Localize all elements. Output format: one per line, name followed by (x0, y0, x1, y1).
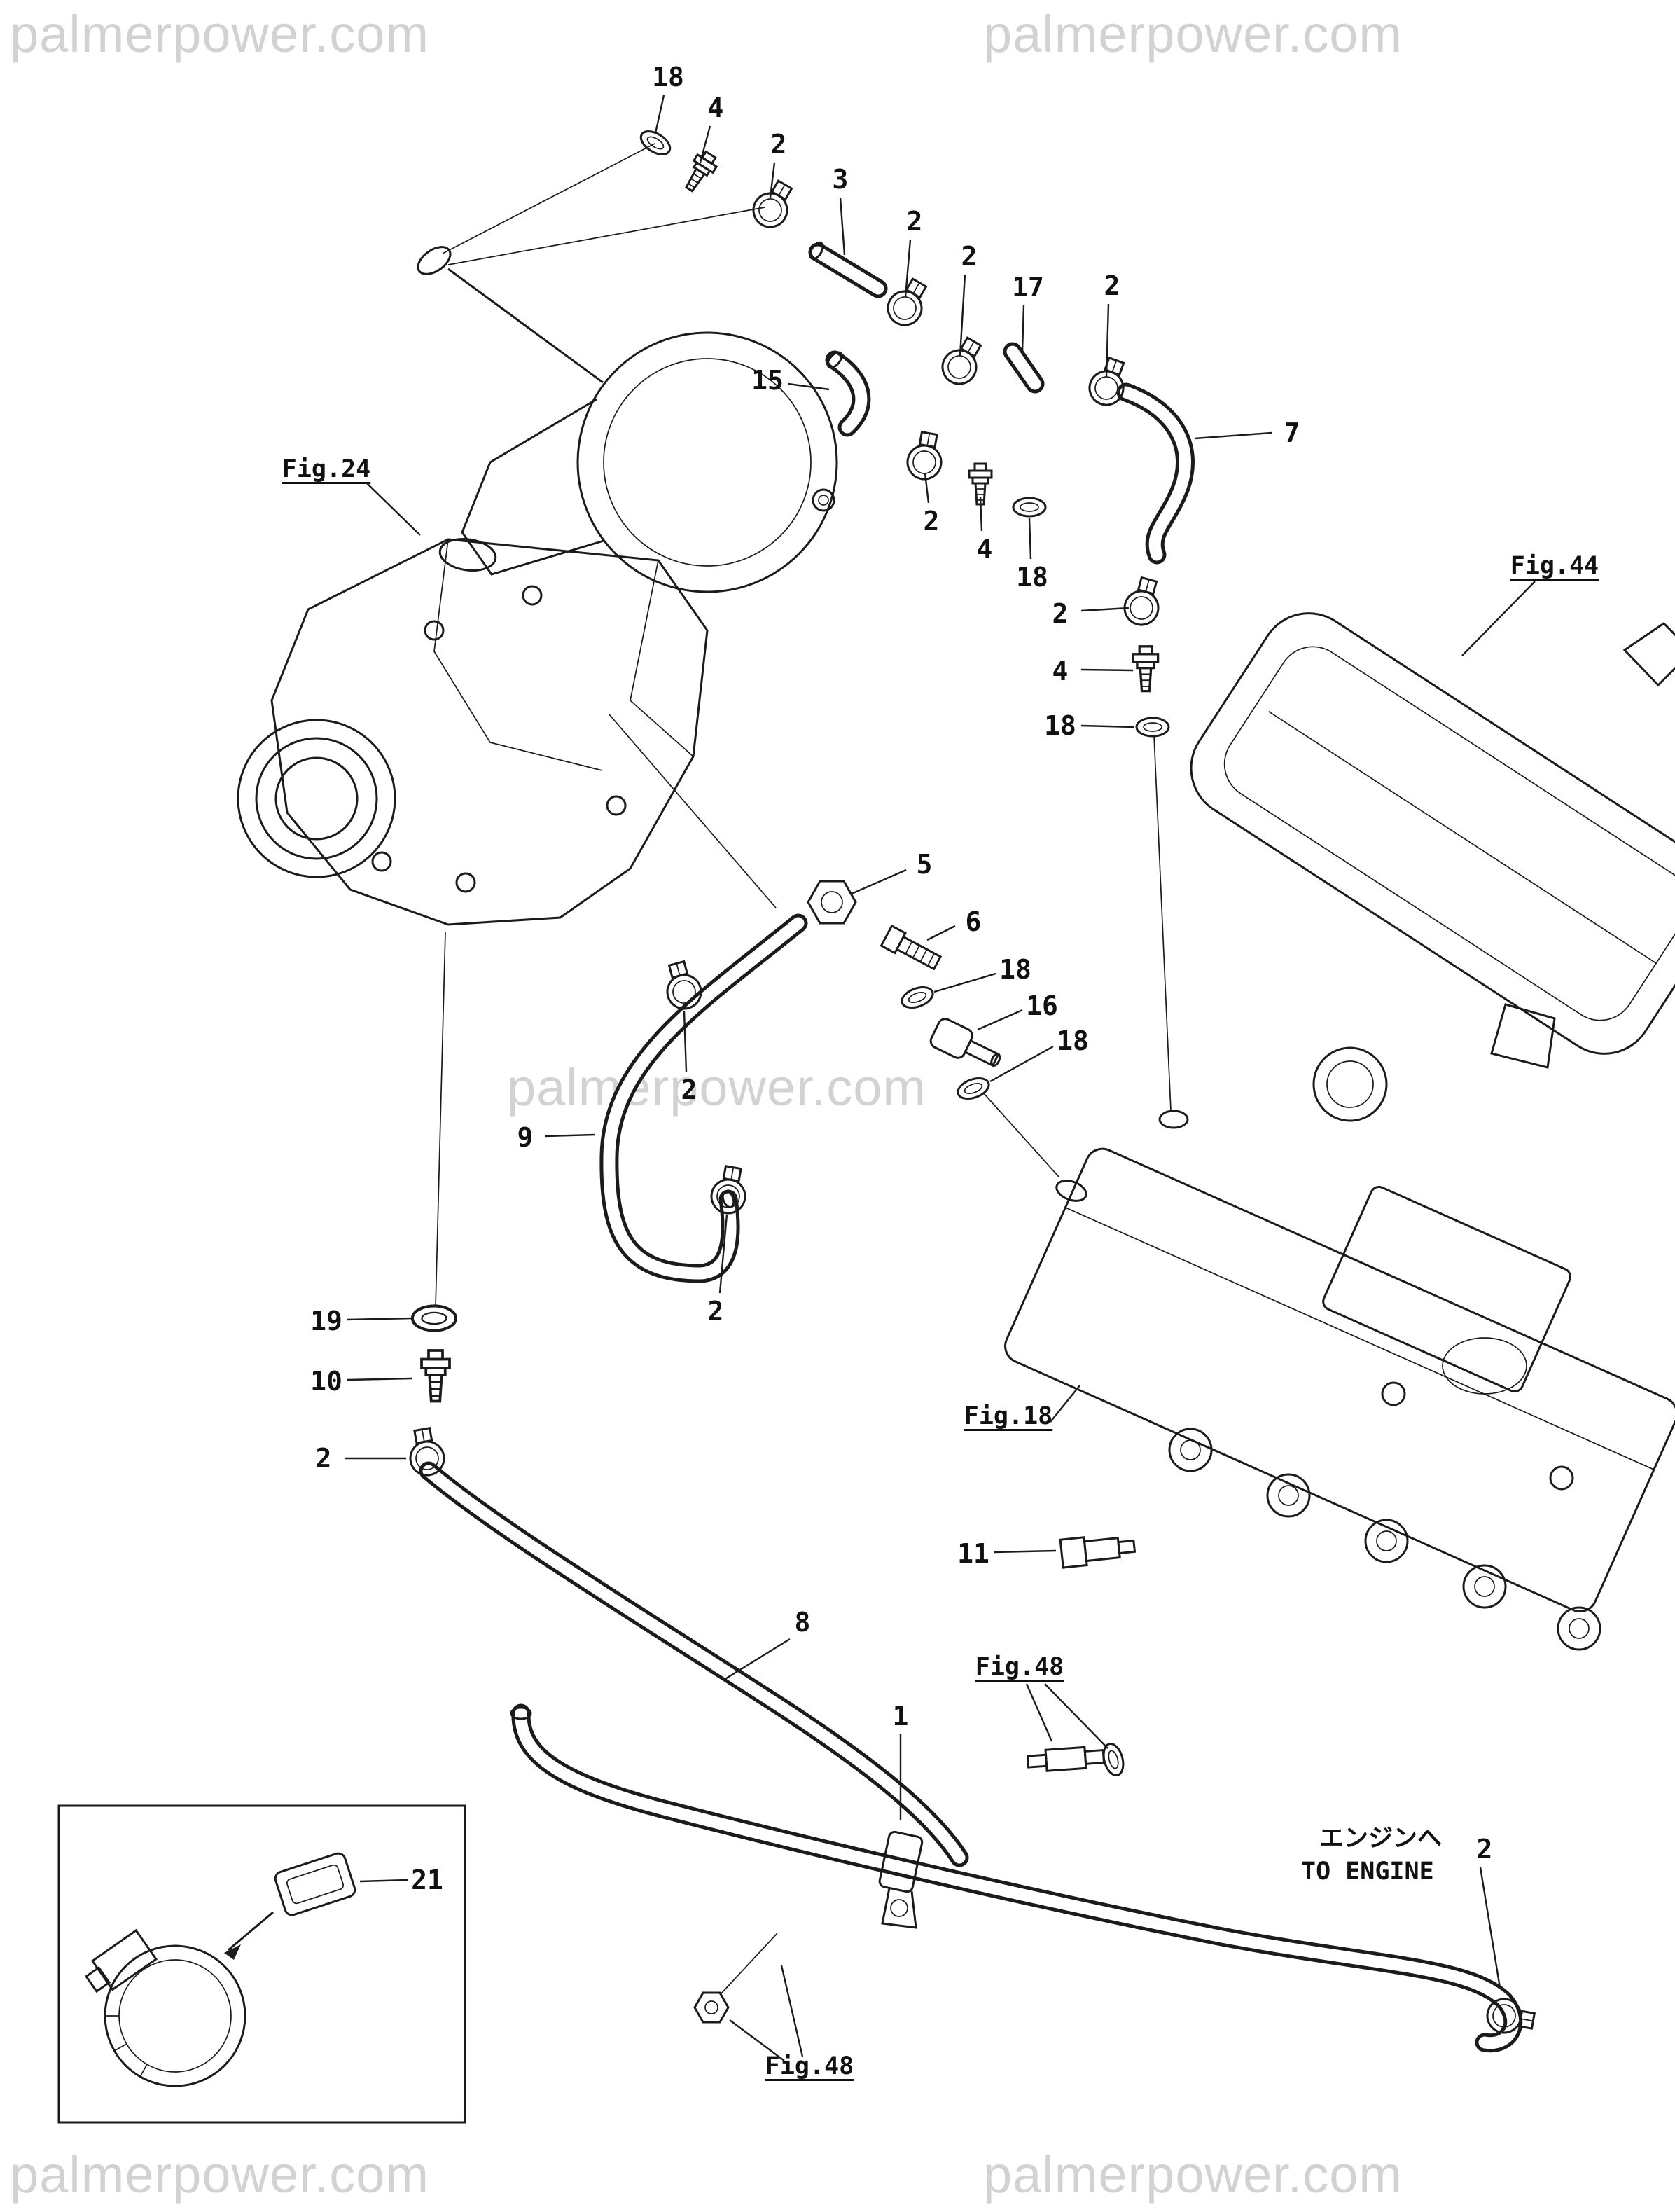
figure-reference-link[interactable]: Fig.18 (964, 1402, 1053, 1430)
leader-line (1479, 1867, 1501, 1989)
leader-line (1044, 1683, 1108, 1749)
leader-line (723, 1638, 791, 1681)
part-callout-label: 3 (832, 164, 849, 195)
to-engine-note-english: TO ENGINE (1301, 1858, 1434, 1886)
leader-line (977, 1009, 1023, 1031)
part-callout-label: 4 (707, 92, 724, 123)
leader-line (699, 125, 711, 163)
part-callout-label: 4 (1052, 656, 1069, 686)
part-callout-label: 1 (892, 1701, 909, 1731)
watermark: palmerpower.com (10, 5, 430, 63)
leader-line (769, 162, 776, 198)
part-callout-label: 18 (652, 62, 684, 92)
part-callout-label: 2 (923, 506, 940, 537)
leader-line (366, 483, 421, 536)
leader-line (851, 869, 907, 895)
part-callout-label: 11 (957, 1538, 989, 1569)
part-callout-label: 16 (1026, 990, 1058, 1021)
leader-line (347, 1317, 414, 1321)
leader-line (1028, 518, 1032, 560)
part-callout-label: 2 (1052, 598, 1069, 629)
figure-reference-link[interactable]: Fig.44 (1510, 552, 1599, 580)
watermark: palmerpower.com (507, 1058, 927, 1117)
part-callout-label: 2 (770, 129, 787, 160)
turbocharger-drawing (237, 143, 838, 1308)
part-callout-label: 18 (1044, 710, 1076, 741)
leader-line (1194, 431, 1272, 440)
part-callout-label: 21 (411, 1865, 443, 1895)
part-callout-label: 2 (707, 1296, 724, 1327)
figure-reference-link[interactable]: Fig.24 (282, 455, 371, 483)
leader-line (788, 382, 830, 391)
to-engine-note-japanese: エンジンへ (1319, 1825, 1443, 1853)
clip-21-drawing (274, 1852, 356, 1916)
part-callout-label: 18 (999, 954, 1031, 985)
leader-line (839, 197, 846, 256)
part-callout-label: 2 (1476, 1834, 1493, 1865)
leader-line (359, 1879, 408, 1883)
leader-line (926, 925, 956, 941)
part-callout-label: 10 (310, 1366, 342, 1397)
leader-line (1461, 581, 1536, 656)
leader-line (924, 473, 930, 504)
leader-line (904, 239, 912, 298)
part-callout-label: 18 (1057, 1025, 1089, 1056)
valve-cover-drawing (1190, 612, 1675, 1122)
part-callout-label: 4 (976, 534, 993, 565)
part-callout-label: 2 (315, 1443, 332, 1474)
cylinder-head-drawing (982, 735, 1675, 1651)
leader-line (683, 1011, 688, 1072)
part-callout-label: 2 (681, 1074, 697, 1105)
leader-line (1080, 724, 1135, 728)
watermark: palmerpower.com (983, 5, 1403, 63)
part-callout-label: 8 (794, 1607, 811, 1638)
leader-line (1105, 303, 1110, 378)
small-parts (404, 125, 1538, 2039)
part-callout-label: 18 (1016, 562, 1048, 593)
leader-line (729, 2019, 785, 2061)
arrow-head (224, 1944, 241, 1960)
part-callout-label: 2 (961, 241, 978, 272)
part-callout-label: 5 (916, 849, 933, 880)
part-callout-label: 15 (751, 365, 784, 396)
to-engine-note: エンジンへ TO ENGINE (1301, 1823, 1442, 1889)
figure-reference-link[interactable]: Fig.48 (975, 1653, 1064, 1681)
part-callout-label: 19 (310, 1306, 342, 1336)
leader-line (718, 1214, 728, 1294)
watermark: palmerpower.com (983, 2145, 1403, 2204)
part-callout-label: 2 (1104, 270, 1120, 301)
leader-line (1080, 607, 1130, 612)
leader-line (654, 95, 665, 134)
leader-line (1050, 1385, 1080, 1423)
part-callout-label: 6 (965, 906, 982, 937)
part-callout-label: 17 (1012, 272, 1044, 303)
leader-line (994, 1549, 1057, 1554)
part-callout-label: 7 (1284, 417, 1300, 448)
leader-line (933, 972, 996, 993)
part-callout-label: 2 (906, 206, 923, 237)
figure-reference-link[interactable]: Fig.48 (765, 2052, 854, 2080)
watermark: palmerpower.com (10, 2145, 430, 2204)
leader-line (347, 1377, 412, 1381)
leader-line (1021, 305, 1025, 352)
clamp-detail-box (57, 1804, 466, 2124)
leader-line (959, 274, 966, 357)
leader-line (780, 1965, 804, 2057)
leader-line (1025, 1683, 1053, 1742)
leader-line (989, 1045, 1054, 1083)
leader-line (544, 1133, 596, 1138)
part-callout-label: 9 (517, 1122, 534, 1153)
leader-line (979, 497, 983, 532)
